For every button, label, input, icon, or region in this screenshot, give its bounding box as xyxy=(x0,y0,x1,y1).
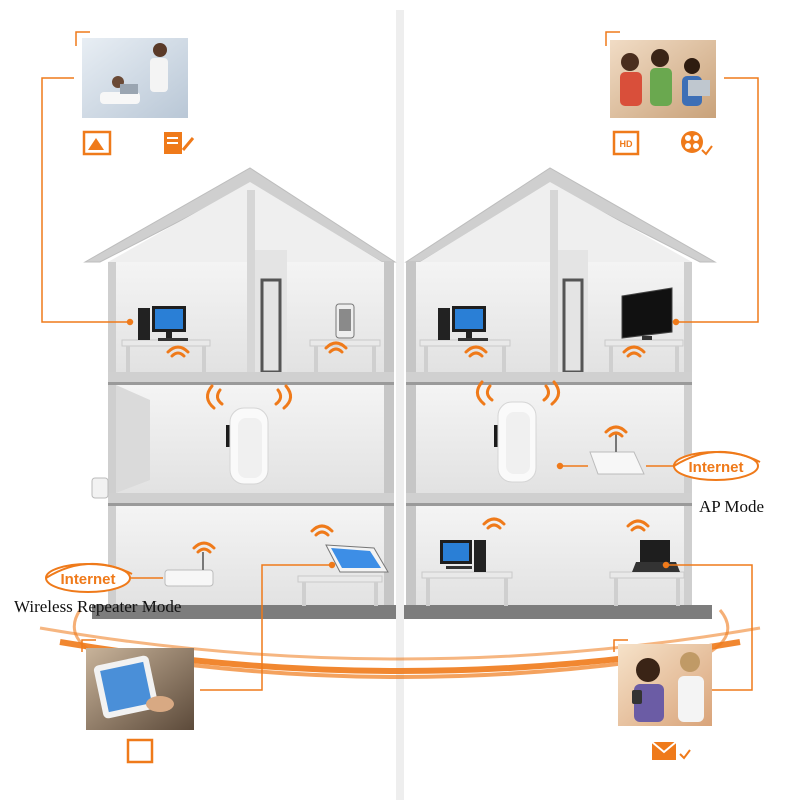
email-icon xyxy=(651,741,691,760)
left-inner-wall xyxy=(247,190,255,372)
photo-card-bottom-right xyxy=(613,639,712,726)
left-house xyxy=(83,167,397,619)
desktop-computer-right xyxy=(438,306,488,341)
film-reel-icon xyxy=(681,131,713,156)
left-floor-base xyxy=(92,605,396,619)
desktop-computer-lower xyxy=(440,540,486,572)
edit-document-icon xyxy=(164,132,195,154)
access-point-router xyxy=(589,434,645,475)
right-desk-3 xyxy=(421,571,513,606)
connector-top-left xyxy=(41,77,128,323)
internet-label-left: Internet xyxy=(60,571,115,588)
image-icon xyxy=(82,130,112,156)
photo-card-bottom-left xyxy=(81,639,194,730)
center-divider xyxy=(396,10,404,800)
connector-bottom-right xyxy=(668,564,753,691)
left-desk-3 xyxy=(297,575,383,606)
right-house xyxy=(404,167,717,619)
wireless-repeater-mode-label: Wireless Repeater Mode xyxy=(14,597,181,616)
tablet-icon xyxy=(126,738,154,764)
wifi-repeater-right xyxy=(494,401,537,483)
router-left xyxy=(164,552,214,587)
connector-bottom-left xyxy=(200,564,330,691)
wifi-waves xyxy=(166,341,650,554)
right-inner-wall xyxy=(550,190,558,372)
connector-top-right xyxy=(678,77,759,323)
tablet-device xyxy=(325,544,389,573)
ap-mode-label: AP Mode xyxy=(699,497,764,516)
internet-badge-left: Internet xyxy=(45,563,133,593)
wifi-repeater-left xyxy=(226,407,269,485)
right-floor-base xyxy=(404,605,712,619)
flat-screen-tv xyxy=(621,287,673,340)
photo-card-top-left xyxy=(75,31,188,118)
desktop-computer xyxy=(138,306,188,341)
internet-badge-right: Internet xyxy=(673,451,761,481)
hd-video-icon: HD xyxy=(612,130,640,156)
internet-label-right: Internet xyxy=(688,459,743,476)
smartphone xyxy=(335,303,355,339)
photo-card-top-right xyxy=(605,31,716,118)
connector-lines xyxy=(41,77,759,691)
hd-badge-text: HD xyxy=(620,139,633,149)
